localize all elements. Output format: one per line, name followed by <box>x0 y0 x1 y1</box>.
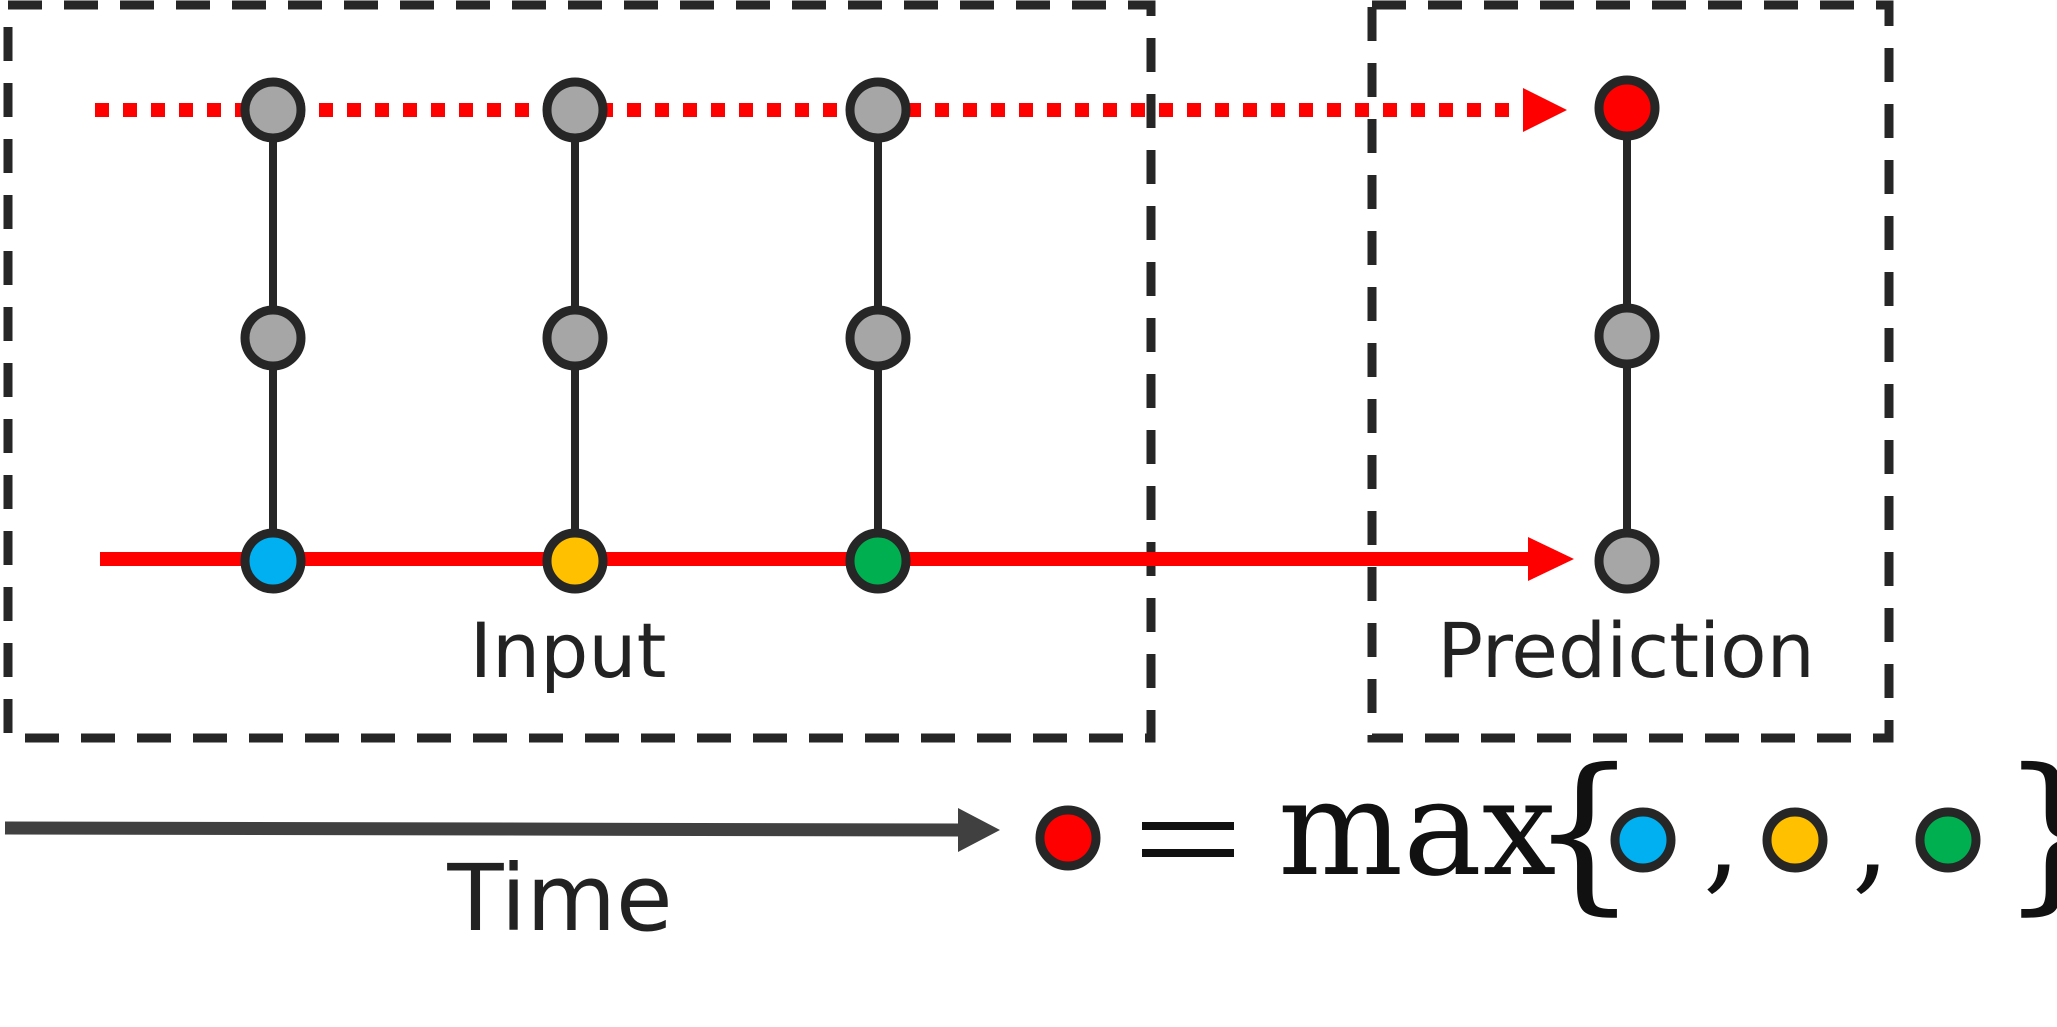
column-3-top-node <box>845 77 911 143</box>
separator-1: , <box>1703 768 1741 907</box>
column-1-bottom-blue-node <box>240 528 306 594</box>
time-label: Time <box>446 845 672 952</box>
prediction-middle-node <box>1594 303 1660 369</box>
prediction-top-red-node <box>1594 75 1660 141</box>
prediction-column <box>1594 75 1660 594</box>
formula-red-node <box>1035 805 1101 871</box>
max-operator: max <box>1278 752 1556 906</box>
column-2-top-node <box>542 77 608 143</box>
formula-yellow-node <box>1762 807 1828 873</box>
equals-top-bar <box>1142 822 1234 830</box>
equals-sign <box>1142 822 1234 857</box>
column-1-top-node <box>240 77 306 143</box>
column-2-bottom-yellow-node <box>542 528 608 594</box>
column-connectors <box>269 110 1631 561</box>
time-arrow-head-icon <box>958 808 1000 852</box>
red-solid-arrow-head-icon <box>1528 537 1574 581</box>
red-dotted-arrow-head-icon <box>1523 88 1567 132</box>
input-column-2 <box>542 77 608 594</box>
prediction-label: Prediction <box>1437 606 1815 695</box>
formula-green-node <box>1915 807 1981 873</box>
input-column-1 <box>240 77 306 594</box>
column-1-middle-node <box>240 305 306 371</box>
time-arrow-line <box>4 821 963 837</box>
close-brace: } <box>2000 733 2057 931</box>
input-dashed-box <box>3 0 1156 743</box>
prediction-dashed-box <box>1367 0 1894 743</box>
separator-2: , <box>1852 768 1890 907</box>
formula-blue-node <box>1610 807 1676 873</box>
equals-bottom-bar <box>1142 849 1234 857</box>
input-label: Input <box>470 606 667 695</box>
prediction-bottom-node <box>1594 528 1660 594</box>
column-2-middle-node <box>542 305 608 371</box>
column-3-middle-node <box>845 305 911 371</box>
input-column-3 <box>845 77 911 594</box>
max-formula: max { , , } <box>1035 733 2057 931</box>
column-3-bottom-green-node <box>845 528 911 594</box>
